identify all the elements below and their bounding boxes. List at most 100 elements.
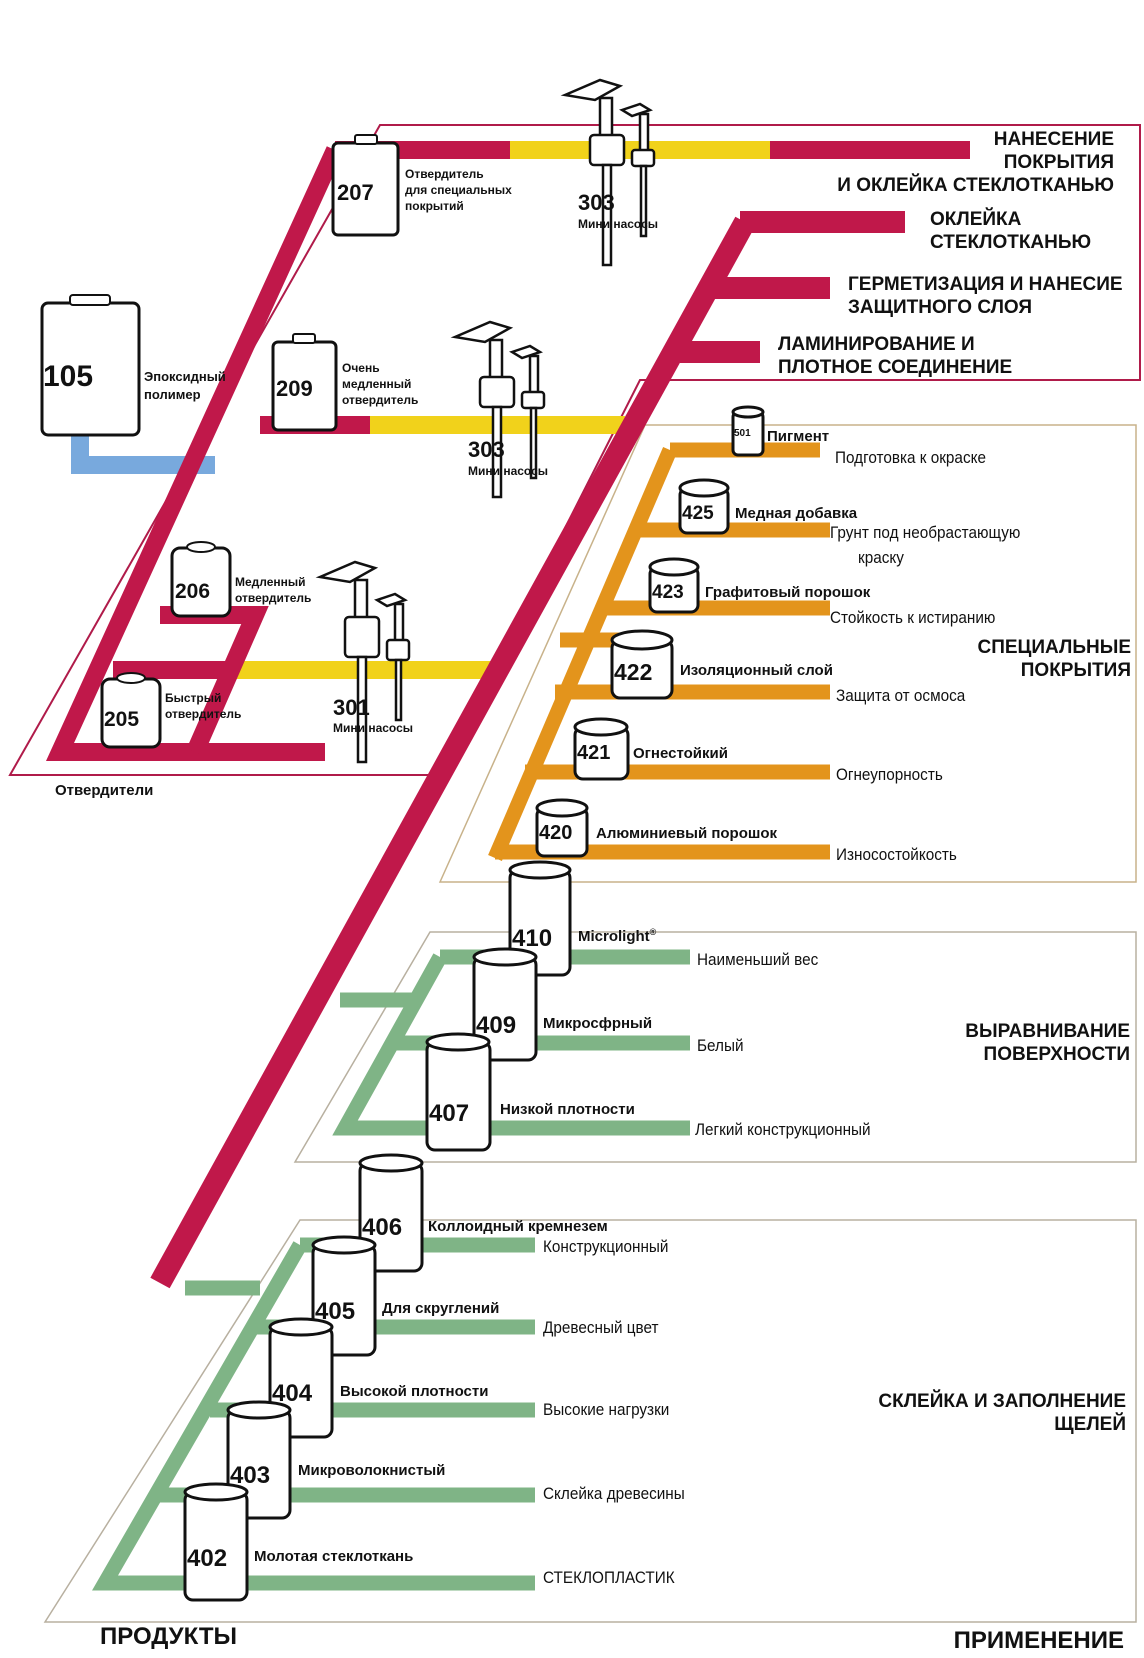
code-406: 406	[362, 1214, 403, 1241]
code-409: 409	[476, 1012, 517, 1039]
hardener-205-l1: Быстрый	[165, 691, 222, 705]
pump-303-mid	[450, 320, 546, 499]
name-405: Для скруглений	[382, 1300, 500, 1317]
code-501: 501	[734, 428, 751, 439]
pump-1-code: 303	[578, 190, 615, 215]
tin-421	[573, 717, 630, 781]
code-410: 410	[512, 925, 553, 952]
tin-422	[610, 629, 674, 700]
tin-501	[731, 405, 765, 457]
tin-420	[535, 798, 589, 858]
name-403: Микроволокнистый	[298, 1462, 446, 1479]
tin-407	[425, 1032, 492, 1152]
resin-name-2: полимер	[144, 387, 201, 402]
use-425: Грунт под необрастающую	[830, 523, 1021, 542]
name-422: Изоляционный слой	[680, 662, 833, 679]
name-425: Медная добавка	[735, 505, 858, 522]
tin-409	[472, 947, 538, 1062]
name-501: Пигмент	[767, 428, 830, 445]
code-420: 420	[539, 822, 573, 844]
hardener-207-l2: для специальных	[405, 183, 512, 197]
tin-410	[508, 860, 572, 977]
hardener-207-l3: покрытий	[405, 199, 464, 213]
code-402: 402	[187, 1545, 228, 1572]
code-405: 405	[315, 1298, 356, 1325]
code-423: 423	[652, 582, 684, 603]
hardener-206-l1: Медленный	[235, 575, 306, 589]
code-425: 425	[682, 503, 714, 524]
use-421: Огнеупорность	[836, 765, 943, 784]
resin-code: 105	[43, 360, 94, 393]
hardener-207-code: 207	[337, 180, 374, 205]
name-407: Низкой плотности	[500, 1101, 635, 1118]
footer-products: ПРОДУКТЫ	[100, 1623, 238, 1650]
leveling-panel	[293, 931, 1137, 1163]
bonding-panel	[43, 1219, 1137, 1623]
use-410: Наименьший вес	[697, 950, 819, 969]
pump-301-low	[315, 560, 411, 764]
hardener-209-code: 209	[276, 376, 313, 401]
use-406: Конструкционный	[543, 1237, 669, 1256]
use2-425: краску	[858, 548, 904, 567]
tin-402	[183, 1482, 249, 1602]
name-402: Молотая стеклоткань	[254, 1548, 414, 1565]
name-420: Алюминиевый порошок	[596, 825, 778, 842]
pump-2-code: 303	[468, 437, 505, 462]
pump-3-code: 301	[333, 695, 370, 720]
tin-423	[648, 557, 700, 614]
footer-applications: ПРИМЕНЕНИЕ	[953, 1627, 1124, 1654]
code-421: 421	[577, 742, 611, 764]
name-404: Высокой плотности	[340, 1383, 489, 1400]
main-trunk	[150, 211, 905, 1289]
hardener-206-l2: отвердитель	[235, 591, 312, 605]
hardener-205-l2: отвердитель	[165, 707, 242, 721]
tin-405	[311, 1235, 377, 1357]
filler-tins	[183, 405, 765, 1602]
pump-3-label: Мини насосы	[333, 721, 414, 735]
name-423: Графитовый порошок	[705, 584, 871, 601]
hardener-209-l3: отвердитель	[342, 393, 419, 407]
special-coatings-panel	[438, 424, 1137, 883]
use-404: Высокие нагрузки	[543, 1400, 670, 1419]
code-404: 404	[272, 1380, 313, 1407]
resin-name-1: Эпоксидный	[144, 369, 226, 384]
use-501: Подготовка к окраске	[835, 448, 986, 467]
use-420: Износостойкость	[836, 845, 957, 864]
use-422: Защита от осмоса	[836, 686, 966, 705]
code-403: 403	[230, 1462, 271, 1489]
hardeners-section-label: Отвердители	[55, 782, 154, 799]
use-409: Белый	[697, 1036, 744, 1055]
name-410: Microlight®	[578, 927, 657, 945]
hardener-206-code: 206	[175, 580, 211, 603]
hardener-205-code: 205	[104, 708, 140, 731]
hardener-209-can	[271, 333, 338, 432]
use-402: СТЕКЛОПЛАСТИК	[543, 1568, 675, 1587]
hardener-205-can	[100, 672, 162, 749]
hardener-207-can	[331, 134, 400, 237]
name-409: Микросфрный	[543, 1015, 653, 1032]
pump-2-label: Мини насосы	[468, 464, 549, 478]
hardener-206-can	[170, 541, 232, 618]
tin-425	[678, 478, 730, 535]
use-423: Стойкость к истиранию	[830, 608, 996, 627]
resin-105-can	[40, 294, 141, 437]
hardener-209-l2: медленный	[342, 377, 412, 391]
pump-1-label: Мини насосы	[578, 217, 659, 231]
name-421: Огнестойкий	[633, 745, 728, 762]
use-405: Древесный цвет	[543, 1318, 659, 1337]
hardener-207-l1: Отвердитель	[405, 167, 484, 181]
use-403: Склейка древесины	[543, 1484, 685, 1503]
code-422: 422	[614, 659, 653, 685]
name-406: Коллоидный кремнезем	[428, 1218, 608, 1235]
use-407: Легкий конструкционный	[695, 1120, 871, 1139]
code-407: 407	[429, 1100, 470, 1127]
hardener-209-l1: Очень	[342, 361, 380, 375]
